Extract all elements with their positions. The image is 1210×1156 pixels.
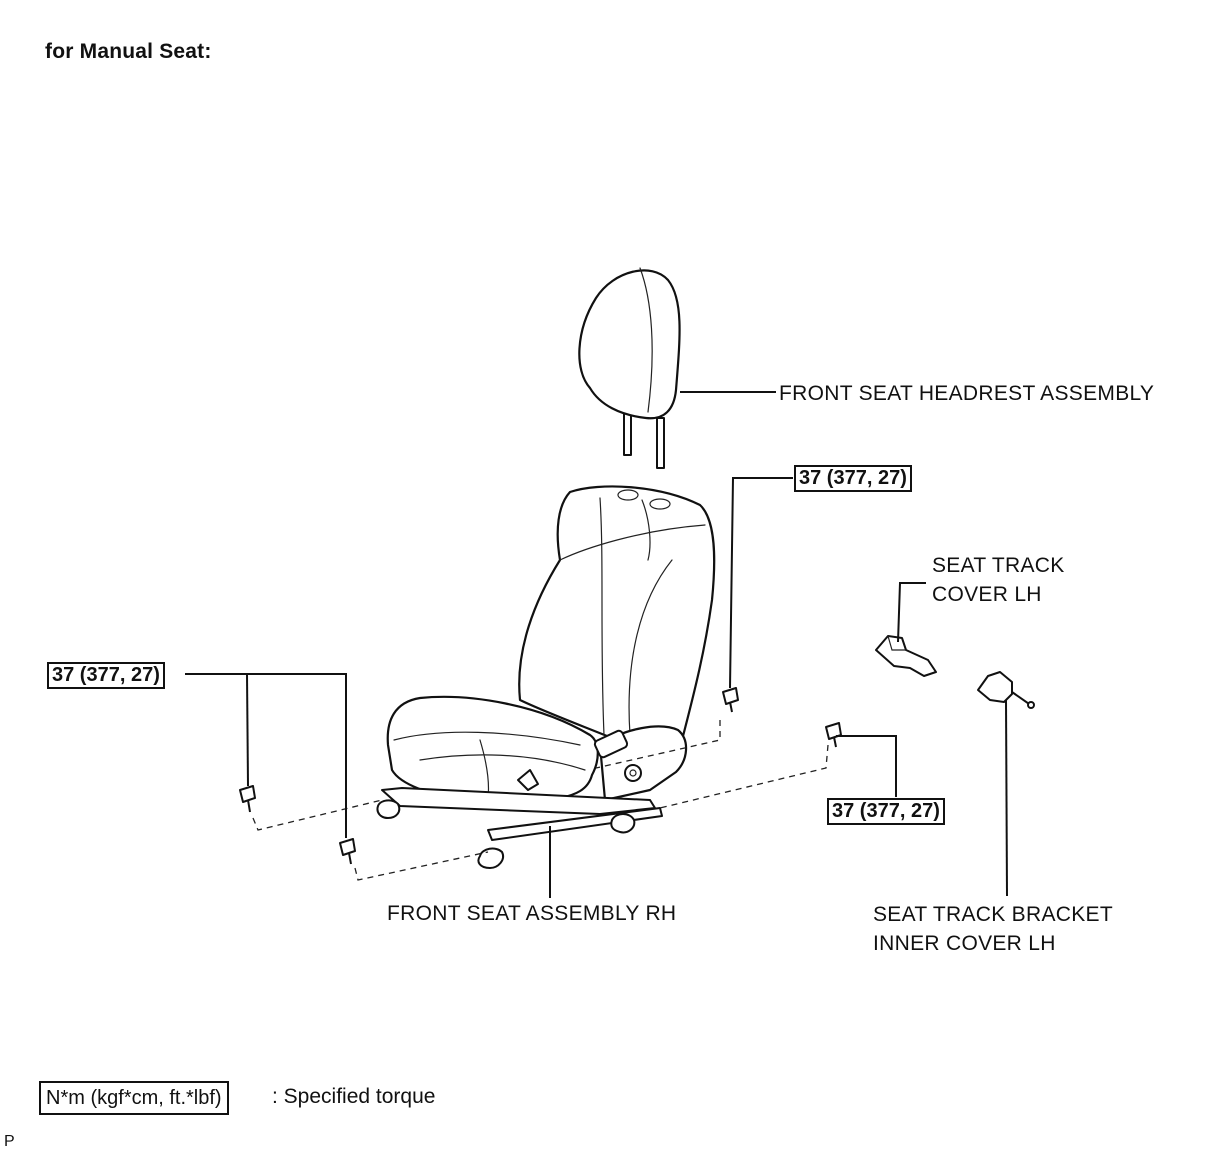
legend-description: : Specified torque bbox=[272, 1085, 436, 1108]
label-track-cover-line-1: SEAT TRACK bbox=[932, 554, 1065, 577]
legend-unit-box: N*m (kgf*cm, ft.*lbf) bbox=[39, 1081, 229, 1115]
label-track-cover-line-2: COVER LH bbox=[932, 583, 1042, 606]
diagram-title: for Manual Seat: bbox=[45, 40, 212, 63]
label-bracket-cover-line-1: SEAT TRACK BRACKET bbox=[873, 903, 1113, 926]
seat-cushion-illustration bbox=[386, 695, 688, 802]
label-headrest: FRONT SEAT HEADREST ASSEMBLY bbox=[779, 382, 1155, 405]
bolt-front-left bbox=[339, 838, 356, 865]
bolt-rear-left bbox=[239, 785, 256, 813]
bolt-rear-right bbox=[722, 687, 739, 713]
label-track-cover: SEAT TRACK COVER LH bbox=[932, 551, 1065, 609]
torque-spec-rear-right: 37 (377, 27) bbox=[794, 465, 912, 492]
headrest-illustration bbox=[578, 267, 681, 469]
label-seat-assembly: FRONT SEAT ASSEMBLY RH bbox=[387, 902, 677, 925]
seat-rails-illustration bbox=[376, 769, 663, 869]
seat-track-cover-illustration bbox=[875, 635, 937, 677]
bracket-cover-illustration bbox=[977, 671, 1035, 709]
leader-lines bbox=[185, 391, 1008, 898]
torque-spec-rear-left: 37 (377, 27) bbox=[47, 662, 165, 689]
label-bracket-cover: SEAT TRACK BRACKET INNER COVER LH bbox=[873, 900, 1113, 958]
torque-spec-front-right: 37 (377, 27) bbox=[827, 798, 945, 825]
corner-mark: P bbox=[4, 1133, 15, 1150]
bolt-alignment-lines bbox=[252, 720, 829, 881]
label-bracket-cover-line-2: INNER COVER LH bbox=[873, 932, 1056, 955]
seat-back-illustration bbox=[518, 485, 716, 742]
